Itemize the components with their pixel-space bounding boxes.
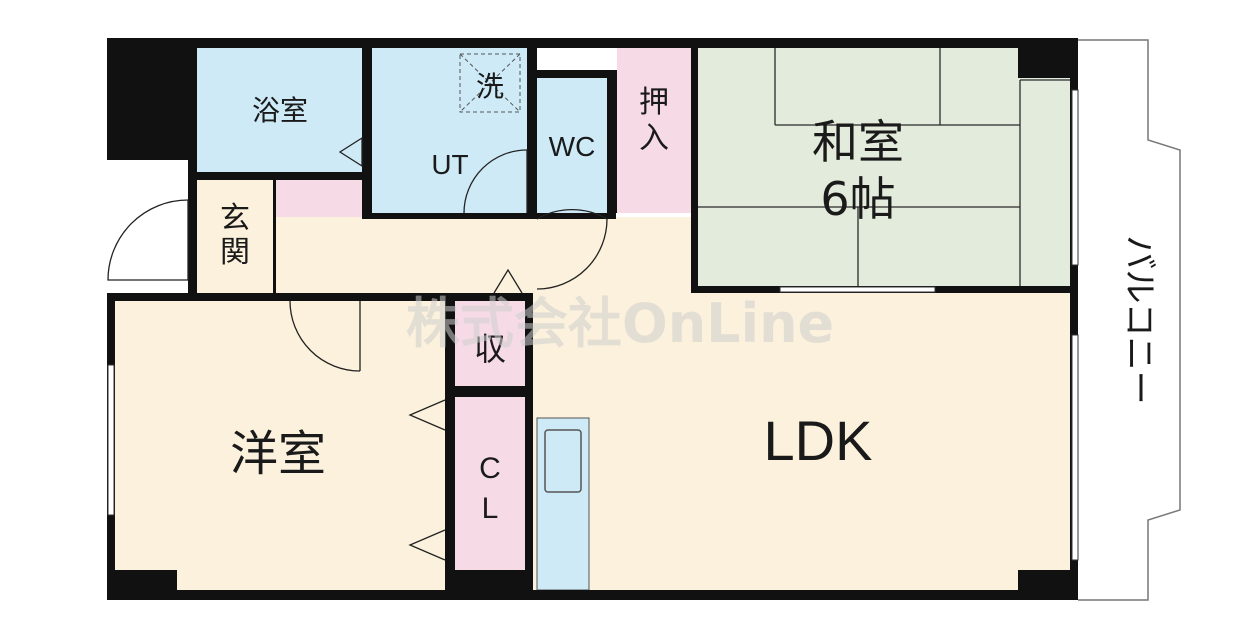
sink-icon <box>544 429 582 493</box>
oshiire-label: 押入 <box>639 85 669 156</box>
washitsu-size-label: 6帖 <box>820 172 895 226</box>
shu-room <box>455 301 525 386</box>
balcony-outline <box>1078 39 1181 601</box>
youshitsu-room <box>115 301 445 590</box>
wc-room <box>537 78 607 213</box>
cl-l-label: L <box>482 492 499 525</box>
oshiire-room <box>617 48 691 213</box>
washitsu-room <box>698 48 1070 286</box>
shu-label: 収 <box>474 330 506 368</box>
cl-c-label: C <box>479 452 501 485</box>
genkan-area <box>197 180 273 293</box>
bath-label: 浴室 <box>252 94 308 127</box>
windows <box>107 89 1079 561</box>
washitsu-label: 和室 <box>812 115 904 169</box>
wc-label: WC <box>549 131 596 162</box>
ldk-room <box>533 293 1070 590</box>
shoe-box <box>276 180 364 217</box>
ut-room <box>372 48 527 213</box>
washer-box <box>459 53 521 113</box>
ldk-label: LDK <box>764 409 873 472</box>
hallway <box>273 217 693 293</box>
ut-label: UT <box>431 149 468 180</box>
doors <box>107 136 608 561</box>
tatami-lines <box>698 48 1070 286</box>
bath-room <box>197 48 362 172</box>
balcony-label: バルコニー <box>1119 235 1159 404</box>
youshitsu-label: 洋室 <box>230 426 326 482</box>
genkan-label: 玄関 <box>220 201 250 270</box>
watermark: 株式会社OnLine <box>406 292 834 355</box>
wash-label: 洗 <box>476 70 504 103</box>
cl-room <box>455 397 525 570</box>
